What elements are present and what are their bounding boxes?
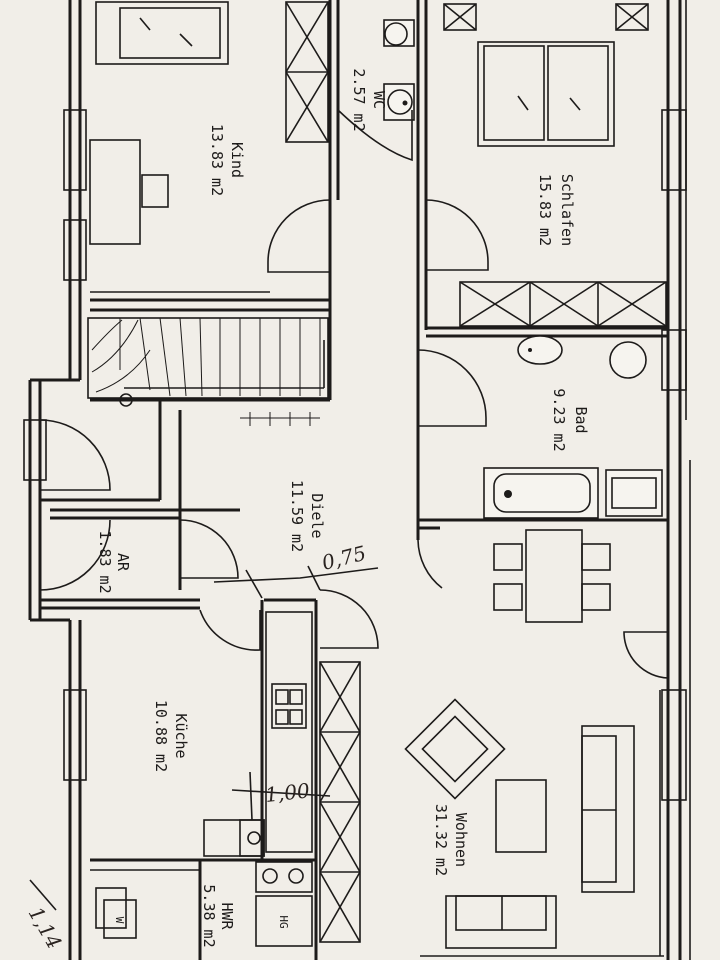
room-label-kueche: Küche 10.88 m2 bbox=[152, 700, 190, 772]
wohnen-furniture bbox=[404, 690, 664, 957]
room-area-kind: 13.83 m2 bbox=[208, 124, 226, 196]
room-label-hwr: HWR 5.38 m2 bbox=[200, 884, 236, 947]
wc-toilet bbox=[383, 19, 415, 121]
dining-set bbox=[493, 529, 611, 623]
interior-walls bbox=[40, 0, 668, 960]
room-label-abst: AR 1.83 m2 bbox=[96, 530, 132, 593]
wardrobe-schlafen bbox=[443, 3, 667, 327]
edge-mark-annotation: 1,14 bbox=[24, 903, 67, 954]
outer-walls bbox=[23, 0, 691, 960]
washer-label: W bbox=[113, 917, 126, 924]
kind-bed bbox=[95, 1, 229, 65]
room-name-schlafen: Schlafen bbox=[558, 174, 576, 246]
kind-desk bbox=[89, 139, 169, 245]
room-label-kind: Kind 13.83 m2 bbox=[208, 124, 246, 196]
kitchen-cabinets bbox=[265, 611, 361, 943]
room-area-schlafen: 15.83 m2 bbox=[536, 174, 554, 246]
room-label-diele: Diele 11.59 m2 bbox=[288, 480, 326, 552]
room-label-bad: Bad 9.23 m2 bbox=[550, 388, 590, 451]
room-name-kind: Kind bbox=[228, 142, 246, 178]
schlafen-double-bed bbox=[477, 41, 615, 147]
room-name-abst: AR bbox=[114, 553, 132, 572]
kitchen-mark-annotation: 1,00 bbox=[264, 778, 311, 807]
room-area-diele: 11.59 m2 bbox=[288, 480, 306, 552]
hwr-box-label: HG bbox=[277, 915, 290, 928]
bad-fixtures bbox=[483, 335, 663, 519]
hwr-box-text: HG bbox=[277, 915, 290, 928]
room-name-wc: WC bbox=[370, 91, 388, 109]
room-area-bad: 9.23 m2 bbox=[550, 388, 568, 451]
handwritten-edge-mark: 1,14 bbox=[24, 879, 67, 954]
room-label-schlafen: Schlafen 15.83 m2 bbox=[536, 174, 576, 246]
room-area-wohnen: 31.32 m2 bbox=[432, 804, 450, 876]
room-area-wc: 2.57 m2 bbox=[350, 68, 368, 131]
room-name-wohnen: Wohnen bbox=[452, 813, 470, 867]
room-name-bad: Bad bbox=[572, 406, 590, 433]
room-area-hwr: 5.38 m2 bbox=[200, 884, 218, 947]
staircase bbox=[87, 317, 329, 426]
room-label-wohnen: Wohnen 31.32 m2 bbox=[432, 804, 470, 876]
room-name-kueche: Küche bbox=[172, 713, 190, 758]
room-label-wc: WC 2.57 m2 bbox=[350, 68, 388, 131]
handwritten-kitchen-mark: 1,00 bbox=[231, 771, 331, 821]
room-name-diele: Diele bbox=[308, 493, 326, 538]
room-name-hwr: HWR bbox=[218, 902, 236, 930]
door-swings bbox=[39, 109, 669, 679]
washer-text: W bbox=[113, 917, 126, 924]
room-area-kueche: 10.88 m2 bbox=[152, 700, 170, 772]
wardrobe-wc bbox=[285, 1, 329, 143]
hwr-fixtures bbox=[95, 819, 313, 947]
room-area-abst: 1.83 m2 bbox=[96, 530, 114, 593]
